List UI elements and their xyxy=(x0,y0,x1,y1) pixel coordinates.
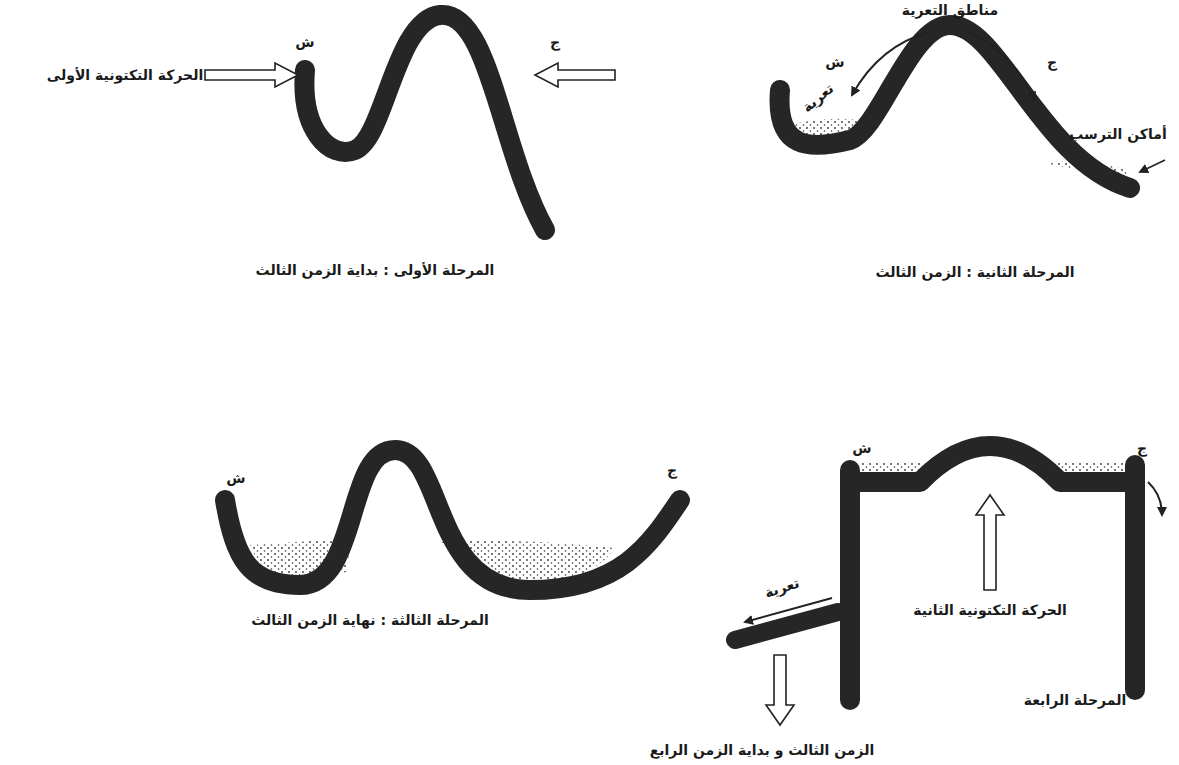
time-caption: الزمن الثالث و بداية الزمن الرابع xyxy=(648,742,877,759)
uplifted-layer xyxy=(850,446,1135,482)
movement-label: الحركة التكتونية الأولى xyxy=(45,67,205,84)
direction-letter: ج xyxy=(1135,440,1149,457)
stage-caption: المرحلة الثالثة : نهاية الزمن الثالث xyxy=(249,612,491,629)
erosion-label: تعرية xyxy=(797,79,838,117)
erosion-arrow xyxy=(968,32,1035,100)
uplift-arrow xyxy=(976,495,1004,590)
stage-caption: المرحلة الرابعة xyxy=(1022,692,1129,709)
direction-letter: ش xyxy=(293,34,316,51)
stage-caption: المرحلة الثانية : الزمن الثالث xyxy=(873,264,1076,281)
fault-block xyxy=(840,470,860,700)
push-arrow xyxy=(535,63,615,87)
region-label: مناطق التعرية xyxy=(900,2,1000,19)
direction-letter: ش xyxy=(224,470,247,487)
direction-letter: ش xyxy=(823,54,846,71)
pointer-arrow xyxy=(1140,160,1165,172)
region-label: أماكن الترسب xyxy=(1067,126,1168,143)
erosion-arrow xyxy=(852,32,930,95)
direction-letter: ش xyxy=(850,440,873,457)
push-arrow xyxy=(205,63,298,87)
subsidence-arrow xyxy=(766,655,794,725)
fold-layer xyxy=(304,15,545,230)
fold-layer xyxy=(225,450,680,590)
movement-label: الحركة التكتونية الثانية xyxy=(911,602,1069,619)
direction-letter: ج xyxy=(548,34,562,51)
erosion-label: تعرية xyxy=(761,574,804,602)
erosion-arrow xyxy=(1148,482,1162,515)
fault-block xyxy=(1125,465,1145,690)
direction-letter: ج xyxy=(1045,54,1059,71)
erosion-arrow xyxy=(745,598,832,622)
direction-letter: ج xyxy=(665,462,679,479)
stage-caption: المرحلة الأولى : بداية الزمن الثالث xyxy=(254,262,497,279)
fold-layer xyxy=(780,25,1130,188)
sunken-block xyxy=(735,612,838,640)
